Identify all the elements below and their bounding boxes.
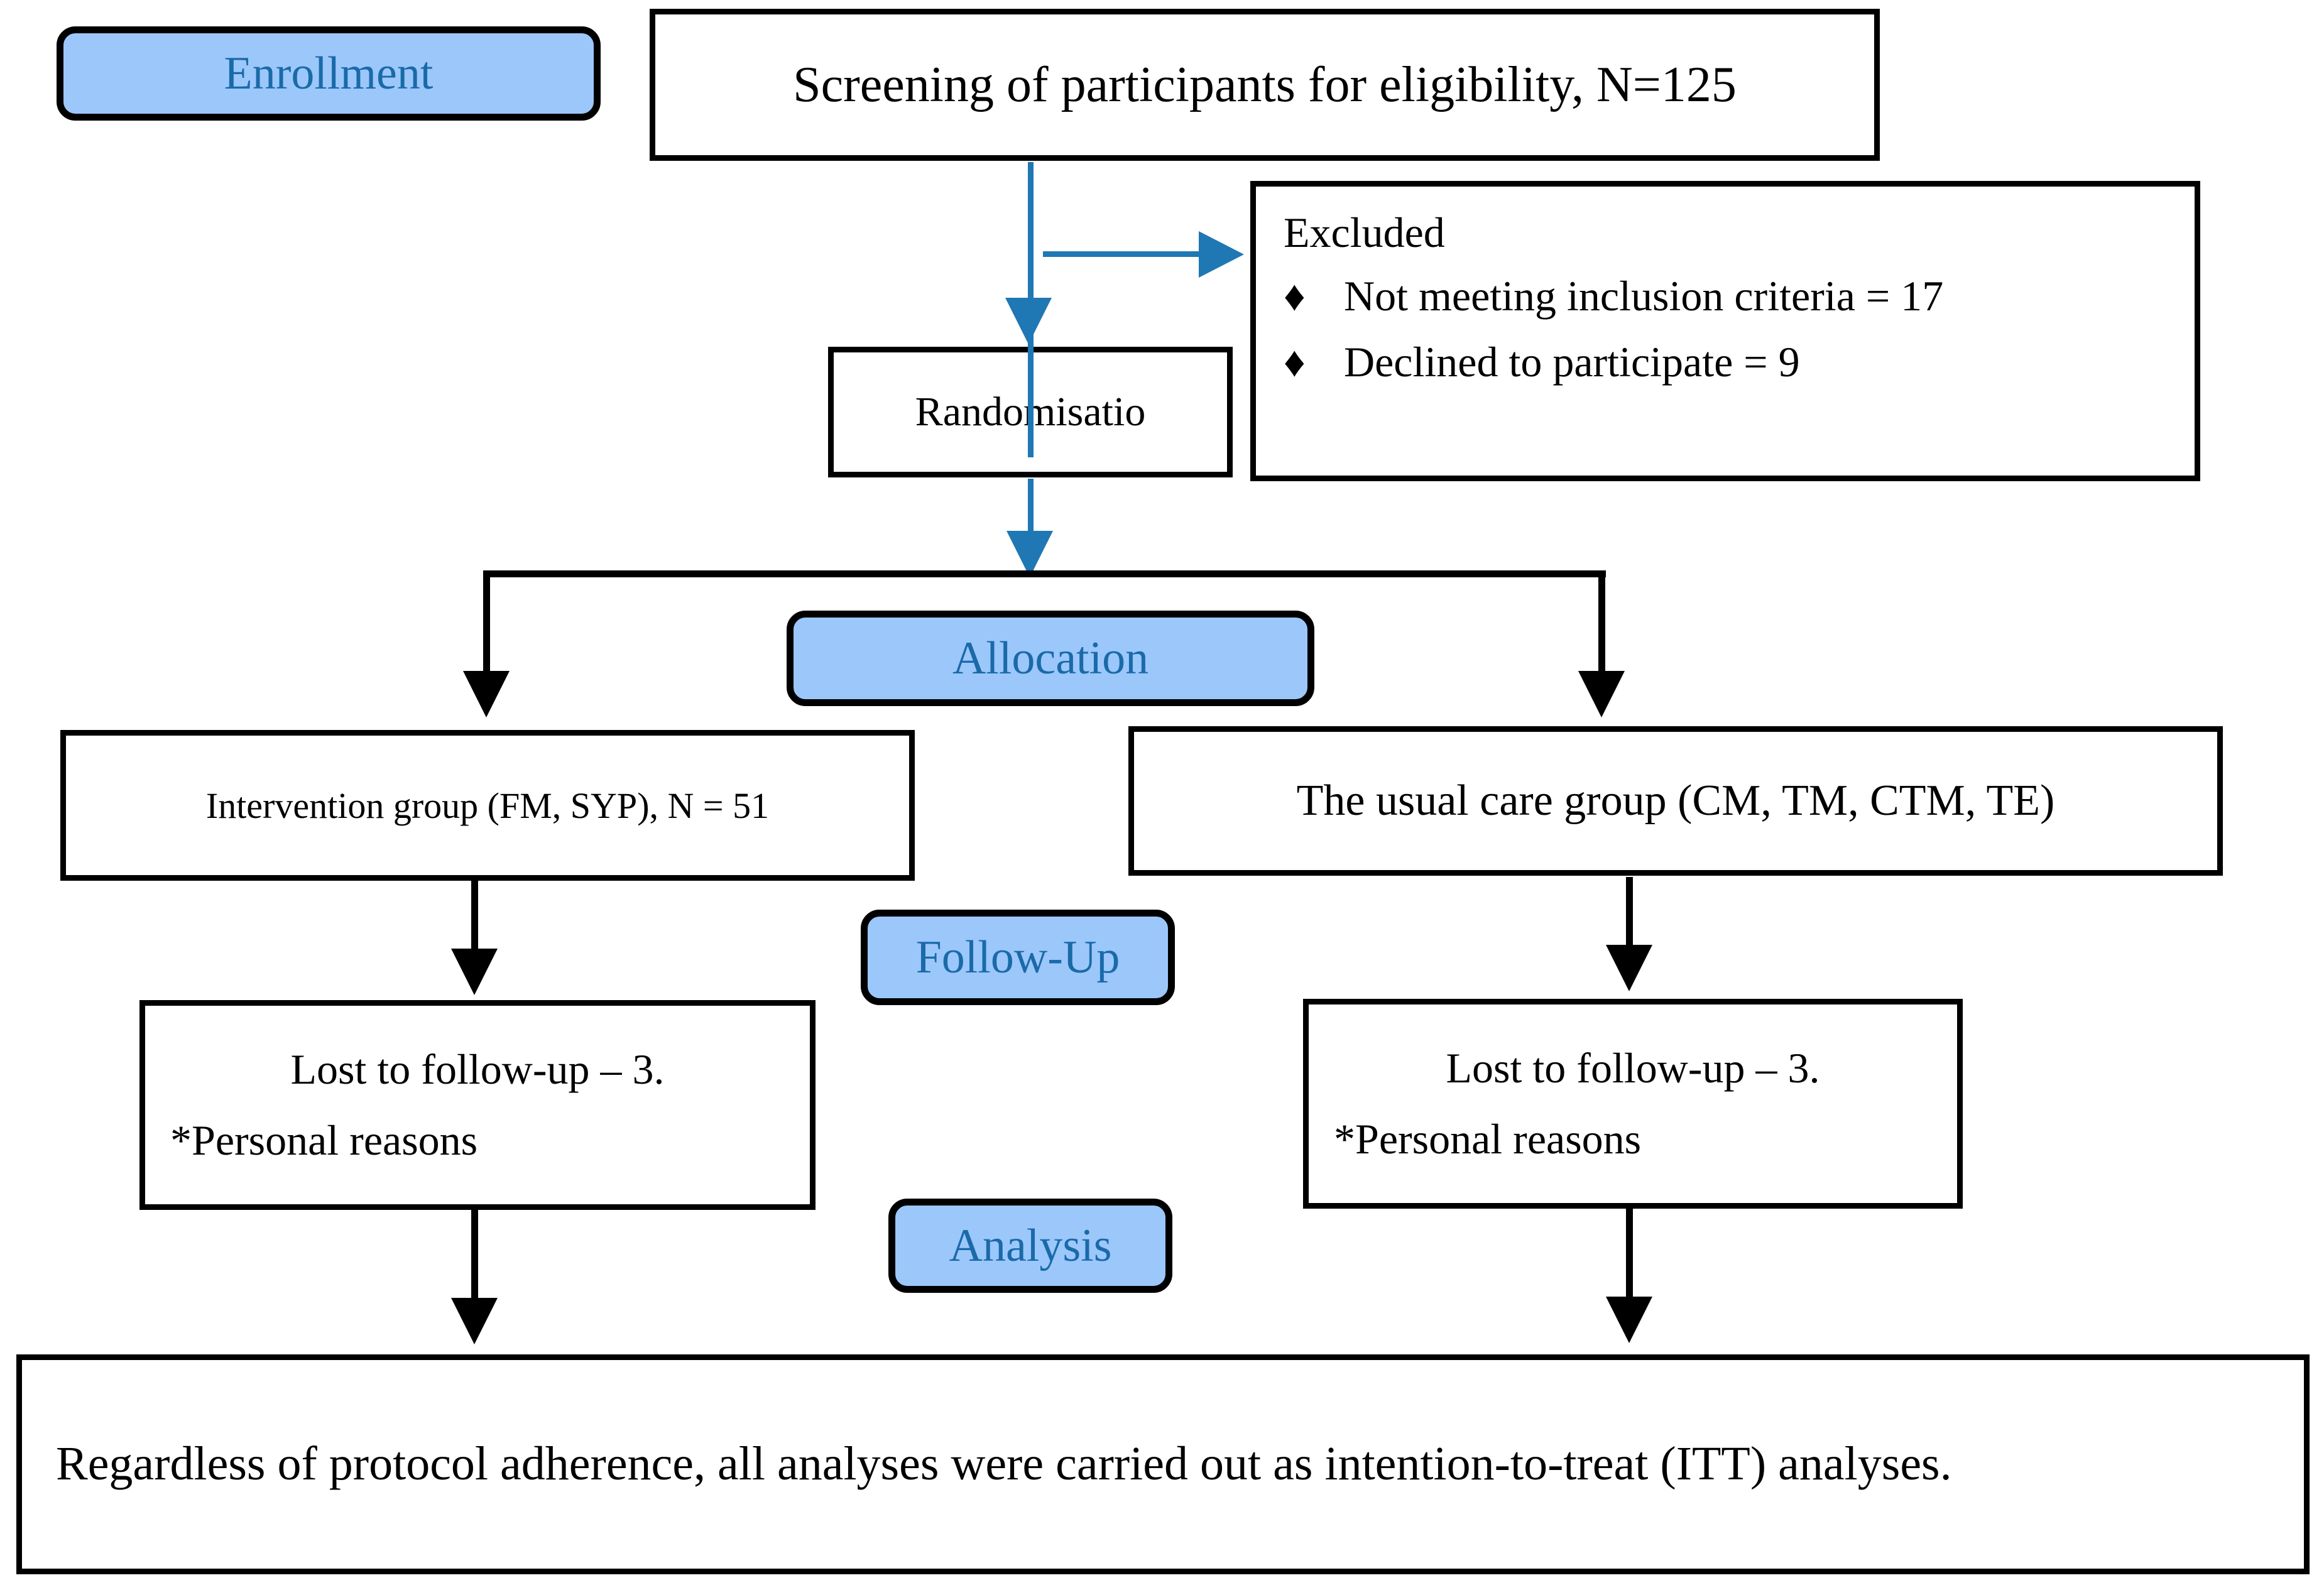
arrowhead-screening-to-excluded: [1199, 231, 1244, 278]
box-lost-to-followup-intervention: Lost to follow-up – 3. *Personal reasons: [139, 1000, 816, 1210]
stage-label-allocation: Allocation: [952, 632, 1149, 684]
excluded-title: Excluded: [1284, 209, 1445, 256]
box-excluded: Excluded ♦ Not meeting inclusion criteri…: [1250, 181, 2200, 481]
stage-label-followup: Follow-Up: [915, 931, 1120, 983]
ltfu-right-reason: *Personal reasons: [1334, 1115, 1642, 1163]
stage-label-analysis: Analysis: [949, 1219, 1112, 1271]
screening-text: Screening of participants for eligibilit…: [793, 57, 1737, 112]
box-itt-analysis: Regardless of protocol adherence, all an…: [16, 1354, 2310, 1574]
arrowhead-ltfu-right-to-itt: [1606, 1297, 1652, 1343]
arrowhead-usual-care-to-ltfu: [1606, 945, 1652, 991]
box-usual-care-group: The usual care group (CM, TM, CTM, TE): [1128, 726, 2223, 876]
connector-randomisation-to-split: [1028, 479, 1034, 576]
stage-badge-enrollment: Enrollment: [57, 26, 601, 121]
box-lost-to-followup-usual-care: Lost to follow-up – 3. *Personal reasons: [1303, 999, 1963, 1209]
list-item: ♦ Not meeting inclusion criteria = 17: [1284, 271, 2167, 321]
connector-ltfu-left-to-itt: [471, 1210, 478, 1304]
arrowhead-intervention-to-ltfu: [451, 949, 498, 995]
ltfu-right-count: Lost to follow-up – 3.: [1446, 1044, 1820, 1092]
stage-badge-analysis: Analysis: [888, 1199, 1172, 1293]
arrowhead-split-to-usual-care: [1578, 671, 1625, 717]
diamond-bullet-icon: ♦: [1284, 338, 1306, 386]
excluded-item-text: Not meeting inclusion criteria = 17: [1344, 272, 1944, 320]
ltfu-left-reason: *Personal reasons: [170, 1116, 478, 1164]
box-intervention-group: Intervention group (FM, SYP), N = 51: [60, 730, 915, 881]
arrowhead-randomisation-to-split: [1007, 531, 1053, 577]
arrowhead-ltfu-left-to-itt: [451, 1298, 498, 1344]
stage-badge-allocation: Allocation: [787, 611, 1314, 706]
ltfu-left-count: Lost to follow-up – 3.: [290, 1045, 665, 1093]
connector-split-to-usual-care: [1598, 570, 1605, 677]
intervention-group-text: Intervention group (FM, SYP), N = 51: [205, 785, 770, 826]
connector-split-to-intervention: [483, 570, 490, 677]
connector-allocation-split-bar: [484, 570, 1606, 577]
arrowhead-screening-to-randomisation: [1005, 298, 1052, 344]
itt-analysis-text: Regardless of protocol adherence, all an…: [56, 1437, 1952, 1491]
arrowhead-split-to-intervention: [463, 671, 510, 717]
usual-care-group-text: The usual care group (CM, TM, CTM, TE): [1296, 776, 2055, 825]
stage-label-enrollment: Enrollment: [224, 47, 434, 99]
box-screening: Screening of participants for eligibilit…: [650, 9, 1880, 161]
list-item: ♦ Declined to participate = 9: [1284, 337, 2167, 387]
connector-usual-care-to-ltfu: [1626, 877, 1633, 951]
stage-badge-followup: Follow-Up: [861, 910, 1175, 1005]
excluded-item-text: Declined to participate = 9: [1344, 338, 1800, 386]
connector-intervention-to-ltfu: [471, 881, 478, 955]
diamond-bullet-icon: ♦: [1284, 272, 1306, 320]
excluded-list: ♦ Not meeting inclusion criteria = 17 ♦ …: [1284, 271, 2167, 403]
connector-screening-to-excluded: [1043, 251, 1238, 257]
connector-ltfu-right-to-itt: [1626, 1209, 1633, 1303]
